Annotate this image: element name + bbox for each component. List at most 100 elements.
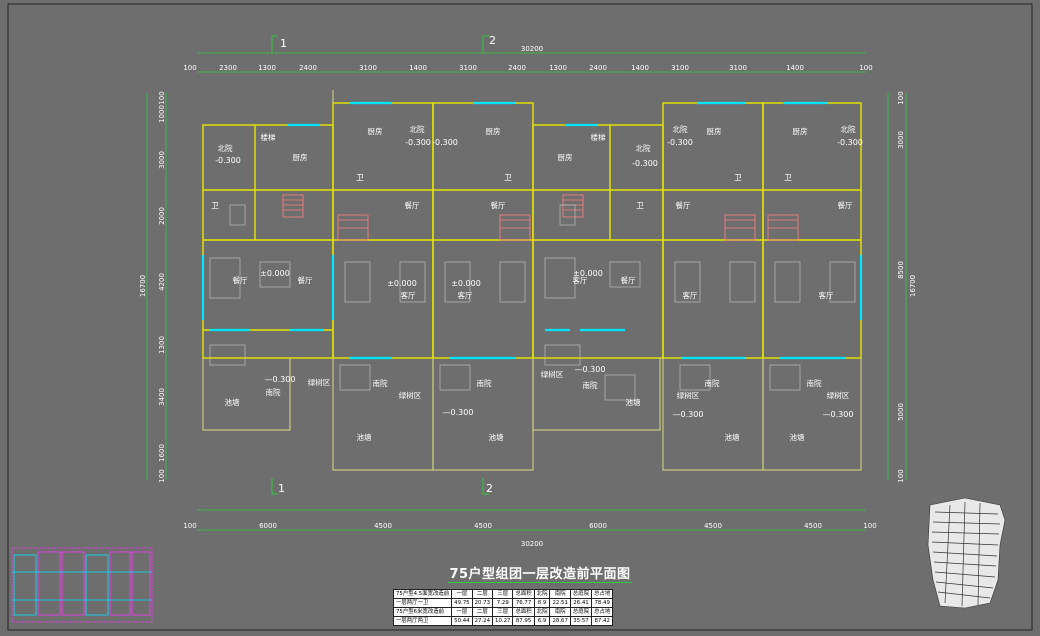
room-label: 卫 [356,173,364,182]
room-label: 客厅 [683,290,698,300]
right-dimension: 8500 [897,261,905,279]
table-cell: 49.75 [451,598,473,608]
table-cell: 北院 [533,607,551,617]
table-cell: 87.95 [512,616,535,626]
bottom-dimension: 4500 [474,522,492,530]
right-total-dimension: 16700 [909,275,917,297]
table-cell: 总面积 [512,607,535,617]
room-label: 餐厅 [298,276,313,285]
left-dimension: 1000 [158,105,166,123]
table-cell: 8.9 [533,598,551,608]
windows [201,101,863,360]
table-cell: 50.44 [451,616,473,626]
bottom-dimension: 4500 [374,522,392,530]
table-cell: 北院 [533,589,551,599]
room-label: 绿树区 [541,369,564,379]
dimension-texts: 100 2300 1300 2400 3100 1400 3100 2400 1300 2400 1… [139,45,917,548]
top-dimension: 1400 [631,64,649,72]
top-dimension: 1400 [409,64,427,72]
top-dimension: 2400 [299,64,317,72]
elevation-label: -0.300 [837,138,863,147]
table-cell: 6.9 [533,616,551,626]
bottom-dimension: 100 [183,522,196,530]
elevation-label: —0.300 [265,375,296,384]
title-underline [448,582,632,583]
room-label: 池塘 [489,432,504,442]
room-label: 厨房 [486,126,501,136]
table-cell: 一层 [451,607,473,617]
table-row: 75户型4.5面宽改造前一层二层三层总面积北院南院总庭院总占地 [392,589,614,599]
top-dimension: 100 [183,64,196,72]
table-cell: 二层 [471,589,494,599]
table-cell: 87.42 [591,616,614,626]
room-label: 池塘 [225,397,240,407]
top-dimension: 3100 [729,64,747,72]
room-label: 厨房 [293,152,308,162]
room-label: 卫 [636,201,644,210]
top-dimension: 2400 [589,64,607,72]
top-dimension: 3100 [459,64,477,72]
room-label: 北院 [410,124,425,134]
left-dimension: 100 [158,91,166,104]
furniture [209,204,856,401]
drawing-title: 75户型组团一层改造前平面图 [449,567,631,582]
room-label: 餐厅 [405,201,420,210]
elevation-label: —0.300 [823,410,854,419]
room-label: 楼梯 [261,132,276,142]
right-dimension: 100 [897,91,905,104]
elevation-label: ±0.000 [260,269,290,278]
room-label: 餐厅 [676,201,691,210]
table-cell: 75户型6米宽改造前 [392,607,453,617]
top-dimension: 100 [859,64,872,72]
room-label: 客厅 [819,290,834,300]
yard-walls [202,90,862,471]
bottom-total-dimension: 30200 [521,540,543,548]
table-cell: 总面积 [512,589,535,599]
table-cell: 78.49 [591,598,614,608]
table-cell: 7.29 [492,598,514,608]
top-dimension: 2300 [219,64,237,72]
elevation-label: —0.300 [673,410,704,419]
axis-label-2-top: 2 [489,34,496,47]
table-cell: 10.27 [492,616,514,626]
room-label: 餐厅 [233,276,248,285]
room-label: 绿树区 [399,390,422,400]
table-cell: 28.67 [549,616,571,626]
room-label: 池塘 [725,432,740,442]
left-dimension: 4200 [158,273,166,291]
top-dimension: 1300 [549,64,567,72]
room-label: 绿树区 [308,377,331,387]
elevation-label: -0.300 [667,138,693,147]
top-dimension: 2400 [508,64,526,72]
room-label: 卫 [784,173,792,182]
room-label: 南院 [266,387,281,397]
top-dimension: 3100 [671,64,689,72]
left-total-dimension: 16700 [139,275,147,297]
table-cell: 76.77 [512,598,535,608]
elevation-label: -0.300 [432,138,458,147]
table-cell: 一层两厅一卫 [392,598,453,608]
room-label: 卫 [211,201,219,210]
table-cell: 26.41 [569,598,593,608]
axis-label-2-bottom: 2 [486,482,493,495]
table-cell: 二层 [471,607,494,617]
top-dimension: 1400 [786,64,804,72]
room-label: 客厅 [458,290,473,300]
left-dimension: 1300 [158,336,166,354]
table-cell: 20.73 [471,598,494,608]
table-cell: 三层 [492,607,514,617]
bottom-dimension: 100 [863,522,876,530]
room-label: 客厅 [401,290,416,300]
table-row: 75户型6米宽改造前一层二层三层总面积北院南院总庭院总占地 [392,607,614,617]
table-cell: 27.24 [471,616,494,626]
table-cell: 一层两厅两卫 [392,616,453,626]
room-label: 厨房 [707,126,722,136]
right-dimension: 3000 [897,131,905,149]
top-total-dimension: 30200 [521,45,543,53]
room-labels: 北院楼梯厨房卫餐厅餐厅厨房北院厨房卫客厅客厅楼梯厨房北院卫客厅餐厅北院厨房厨房北… [211,124,863,442]
room-label: 北院 [218,143,233,153]
elevation-label: —0.300 [575,365,606,374]
table-cell: 75户型4.5面宽改造前 [392,589,453,599]
room-label: 餐厅 [838,201,853,210]
